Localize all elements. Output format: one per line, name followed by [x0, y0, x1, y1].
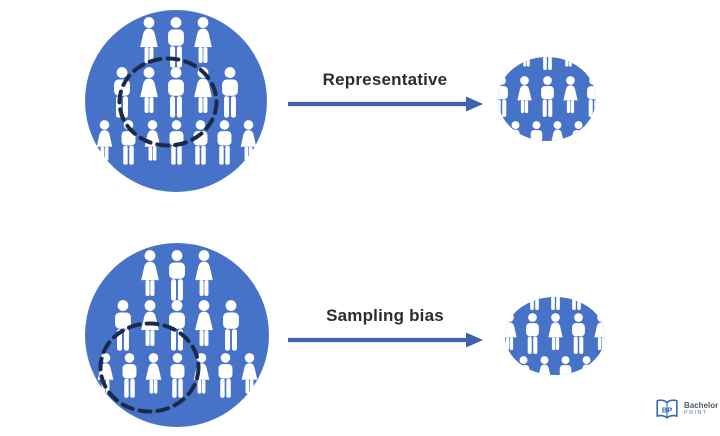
sample-row — [498, 57, 596, 73]
person-icon-male — [505, 297, 523, 313]
person-icon-male — [164, 299, 190, 353]
person-icon-male — [588, 297, 606, 313]
person-icon-female — [505, 310, 520, 358]
sample-row — [505, 310, 605, 358]
person-icon-male — [189, 116, 212, 170]
person-icon-female — [190, 16, 216, 70]
logo-text: Bachelor Print — [684, 401, 718, 417]
person-icon-male — [498, 57, 515, 73]
person-icon-male — [569, 119, 588, 141]
person-icon-male — [583, 73, 596, 121]
person-icon-female — [545, 310, 566, 358]
sample-row — [505, 354, 605, 375]
person-icon-male — [165, 116, 188, 170]
person-icon-male — [514, 354, 533, 375]
right-arrow-icon — [288, 332, 483, 348]
person-icon-female — [514, 73, 535, 121]
person-icon-male — [525, 297, 544, 313]
sample-row — [498, 73, 596, 121]
population-circle-representative — [85, 10, 267, 192]
person-icon-male — [163, 66, 189, 120]
person-icon-male — [546, 297, 565, 313]
person-icon-female — [517, 57, 536, 73]
person-icon-female — [237, 116, 260, 170]
person-icon-male — [598, 354, 605, 375]
person-icon-male — [568, 310, 589, 358]
sample-circle-biased — [505, 297, 605, 375]
logo-monogram: BP — [662, 406, 672, 415]
person-icon-male — [498, 119, 504, 141]
population-row — [85, 66, 267, 120]
person-icon-male — [217, 66, 243, 120]
person-icon-female — [93, 116, 116, 170]
person-icon-female — [142, 349, 165, 403]
person-icon-male — [537, 73, 558, 121]
person-icon-male — [527, 119, 546, 141]
person-icon-female — [559, 57, 578, 73]
person-icon-female — [137, 249, 163, 303]
sampling-bias-arrow-group: Sampling bias — [287, 306, 483, 349]
dashed-selection-circle — [117, 56, 219, 148]
sample-circle-representative — [498, 57, 596, 141]
sampling-bias-label: Sampling bias — [326, 306, 444, 325]
person-icon-female — [590, 119, 596, 141]
person-icon-female — [548, 119, 567, 141]
population-row — [85, 249, 269, 303]
person-icon-male — [522, 310, 543, 358]
person-icon-female — [238, 349, 261, 403]
open-book-icon: BP — [656, 399, 678, 419]
person-icon-female — [535, 354, 554, 375]
representative-arrow-group: Representative — [287, 70, 483, 113]
person-icon-female — [191, 249, 217, 303]
person-icon-female — [136, 16, 162, 70]
logo-brand-name: Bachelor — [684, 401, 719, 411]
right-arrow-icon — [288, 96, 483, 112]
population-row — [85, 299, 269, 353]
person-icon-male — [498, 73, 512, 121]
person-icon-female — [505, 354, 512, 375]
person-icon-male — [556, 354, 575, 375]
person-icon-male — [213, 116, 236, 170]
person-icon-male — [214, 349, 237, 403]
brand-logo: BP Bachelor Print — [654, 397, 718, 421]
population-circle-biased — [85, 243, 269, 427]
person-icon-male — [118, 349, 141, 403]
person-icon-male — [166, 349, 189, 403]
person-icon-male — [218, 299, 244, 353]
person-icon-female — [560, 73, 581, 121]
dashed-selection-circle-biased — [98, 321, 201, 414]
representative-label: Representative — [322, 70, 448, 89]
person-icon-male — [538, 57, 557, 73]
sample-row — [498, 119, 596, 141]
person-icon-female — [136, 66, 162, 120]
person-icon-female — [577, 354, 596, 375]
person-icon-male — [164, 249, 190, 303]
person-icon-male — [567, 297, 586, 313]
person-icon-female — [506, 119, 525, 141]
person-icon-female — [591, 310, 605, 358]
person-icon-female — [191, 299, 217, 353]
logo-brand-sub: Print — [684, 410, 708, 417]
sample-row — [505, 297, 605, 313]
person-icon-male — [110, 299, 136, 353]
person-icon-male — [580, 57, 597, 73]
